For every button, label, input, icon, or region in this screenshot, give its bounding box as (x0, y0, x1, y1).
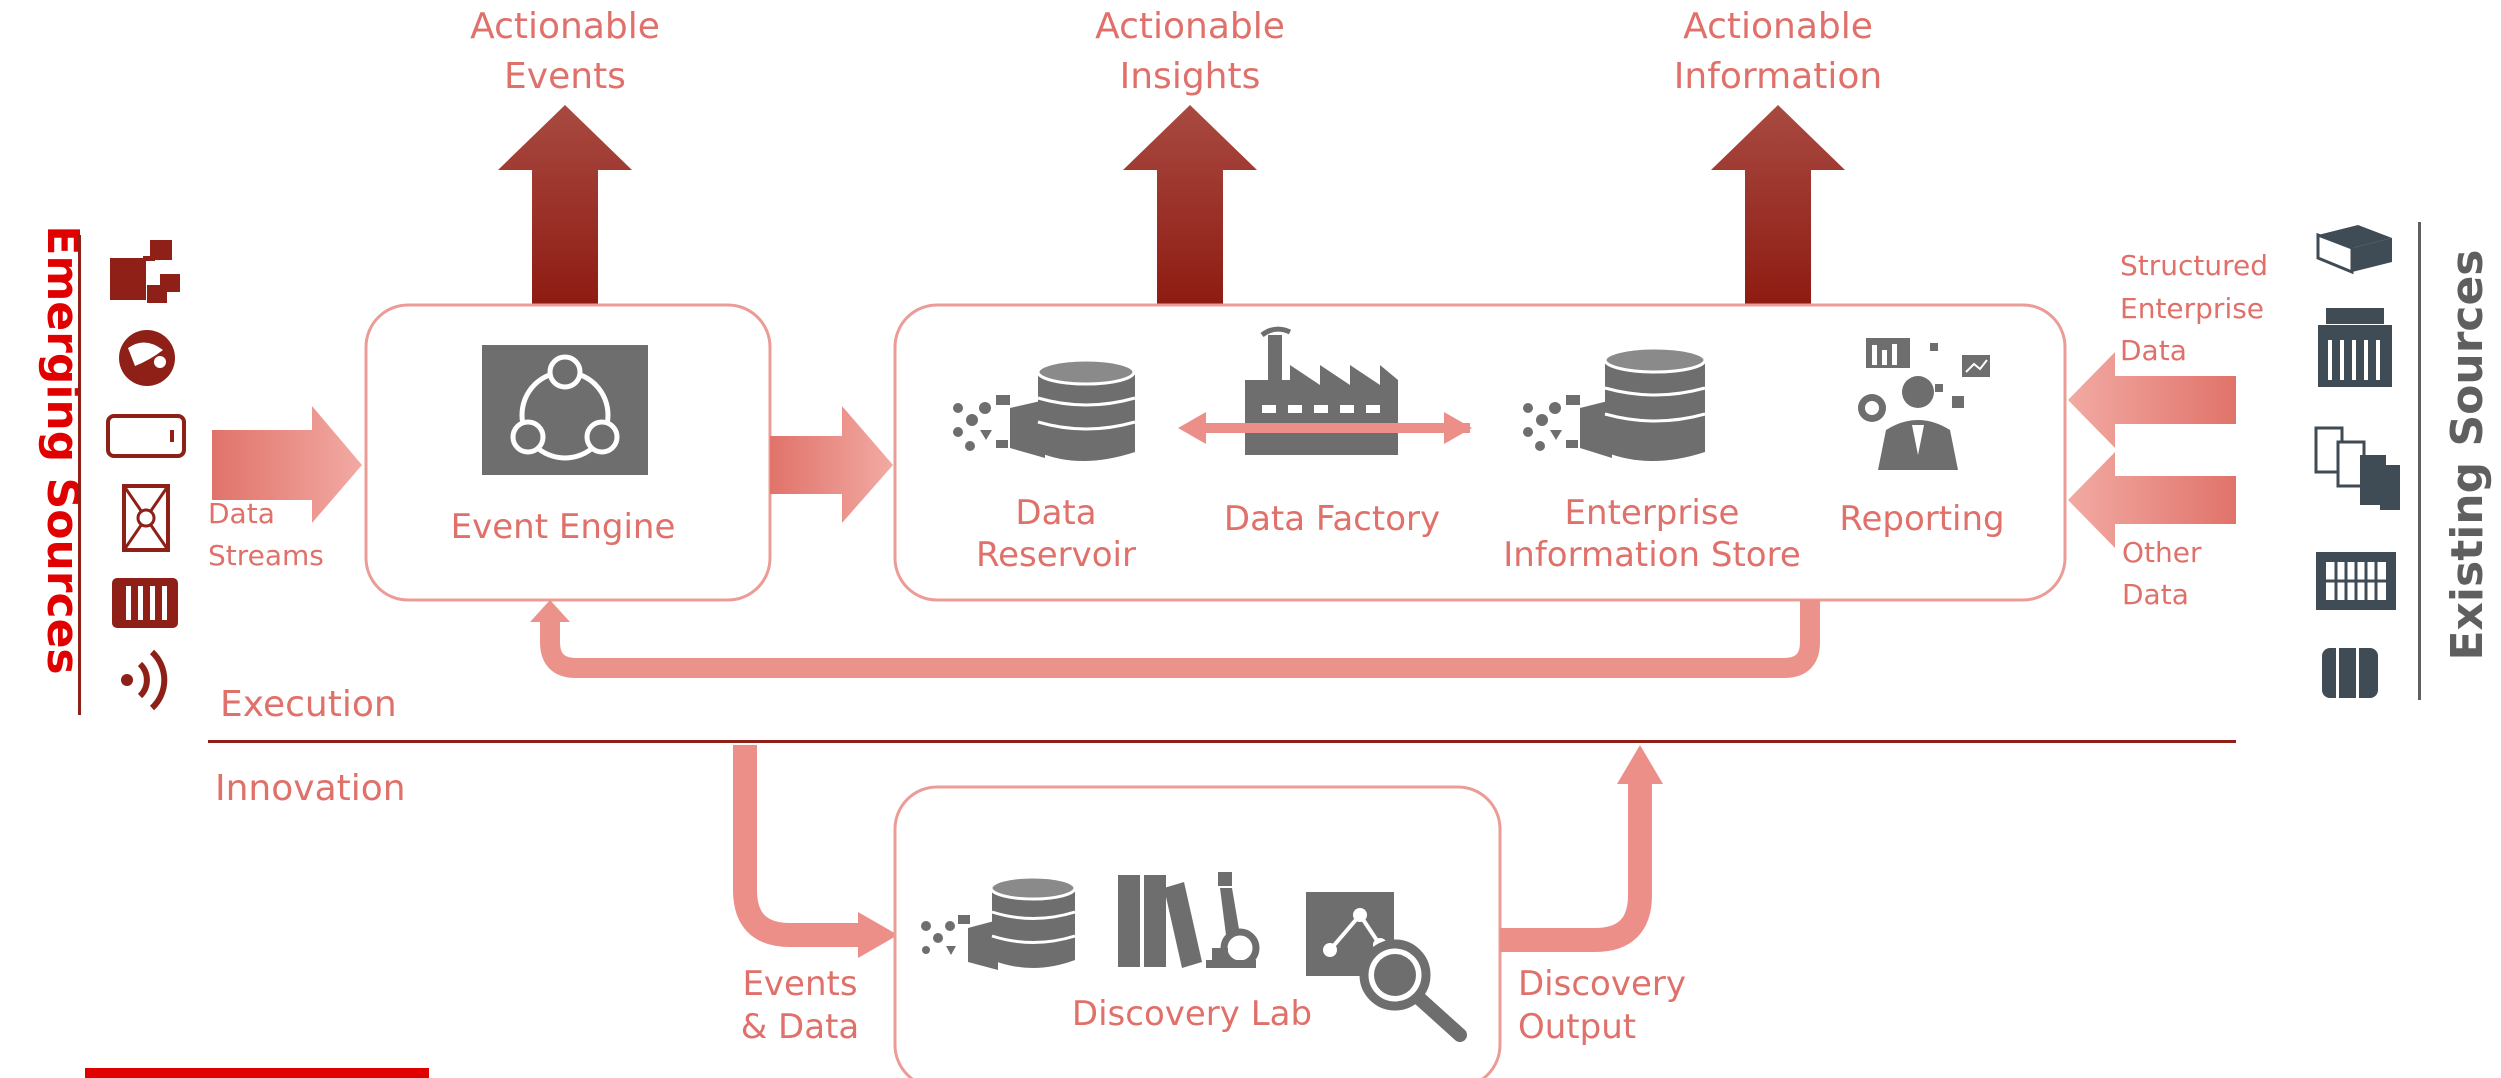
discovery-lab-box: Discovery Lab (893, 785, 1502, 1078)
discovery-output-label-2: Output (1518, 1007, 1636, 1047)
network-icon (110, 240, 180, 303)
smartphone-icon (106, 414, 186, 458)
execution-layer-label: Execution (220, 684, 397, 725)
actionable-insights-label-1: Actionable (1095, 6, 1285, 47)
other-data-label-1: Other (2122, 536, 2202, 569)
emerging-sources-panel: Emerging Sources (37, 225, 186, 715)
server-icon (2316, 225, 2392, 275)
actionable-information-label-2: Information (1674, 56, 1882, 97)
event-engine-icon (482, 345, 648, 475)
enterprise-store-label-1: Enterprise (1565, 493, 1740, 533)
enterprise-store-icon (1523, 346, 1707, 461)
events-data-arrow (733, 745, 898, 958)
event-engine-label: Event Engine (451, 507, 676, 547)
data-reservoir-label-2: Reservoir (976, 535, 1136, 575)
emerging-sources-divider (78, 235, 81, 715)
database-cluster-icon (2314, 426, 2400, 510)
discovery-output-arrow (1500, 745, 1663, 952)
enterprise-store-label-2: Information Store (1503, 535, 1800, 575)
brand-accent-bar (85, 1068, 429, 1078)
discovery-output-label-1: Discovery (1518, 964, 1686, 1004)
data-reservoir-icon (953, 358, 1136, 461)
events-data-label-2: & Data (741, 1007, 860, 1047)
engine-to-reservoir-arrow (770, 406, 893, 523)
structured-data-label-2: Enterprise (2120, 292, 2264, 325)
event-engine-box: Event Engine (364, 303, 772, 602)
actionable-information-arrow (1711, 105, 1845, 305)
reporting-label: Reporting (1839, 499, 2004, 539)
discovery-data-icon (921, 875, 1077, 970)
library-microscope-icon (1118, 872, 1260, 968)
storage-array-icon (2316, 552, 2396, 610)
structured-data-label-3: Data (2120, 334, 2187, 367)
barcode-icon (112, 578, 178, 628)
analytics-search-icon (1306, 892, 1467, 1042)
envelope-icon (122, 484, 170, 552)
data-center-icon (2318, 308, 2392, 387)
globe-icon (119, 330, 175, 386)
data-streams-arrow (212, 406, 362, 523)
existing-sources-panel: Existing Sources (2314, 222, 2493, 700)
events-data-label-1: Events (742, 964, 857, 1004)
actionable-information-label-1: Actionable (1683, 6, 1873, 47)
database-icon (2322, 648, 2378, 698)
actionable-insights-arrow (1123, 105, 1257, 305)
innovation-layer-label: Innovation (215, 768, 406, 809)
existing-sources-title: Existing Sources (2442, 249, 2493, 660)
actionable-events-arrow (498, 105, 632, 305)
existing-sources-divider (2418, 222, 2421, 700)
data-reservoir-label-1: Data (1015, 493, 1096, 533)
data-streams-label-2: Streams (208, 539, 324, 572)
other-data-arrow (2068, 452, 2236, 548)
wireless-signal-icon (121, 649, 168, 711)
data-streams-label-1: Data (208, 497, 275, 530)
structured-data-arrow (2068, 352, 2236, 448)
other-data-label-2: Data (2122, 578, 2189, 611)
actionable-insights-label-2: Insights (1120, 56, 1261, 97)
main-execution-box: Data Reservoir Data Factory (893, 303, 2067, 602)
actionable-events-label-1: Actionable (470, 6, 660, 47)
feedback-loop-arrow (530, 600, 1820, 678)
reporting-icon (1858, 338, 1990, 470)
factory-bidirectional-arrow (1178, 412, 1472, 444)
data-factory-label: Data Factory (1224, 499, 1440, 539)
actionable-events-label-2: Events (504, 56, 626, 97)
execution-innovation-divider (208, 740, 2236, 743)
discovery-lab-label: Discovery Lab (1072, 994, 1312, 1034)
structured-data-label-1: Structured (2120, 249, 2268, 282)
